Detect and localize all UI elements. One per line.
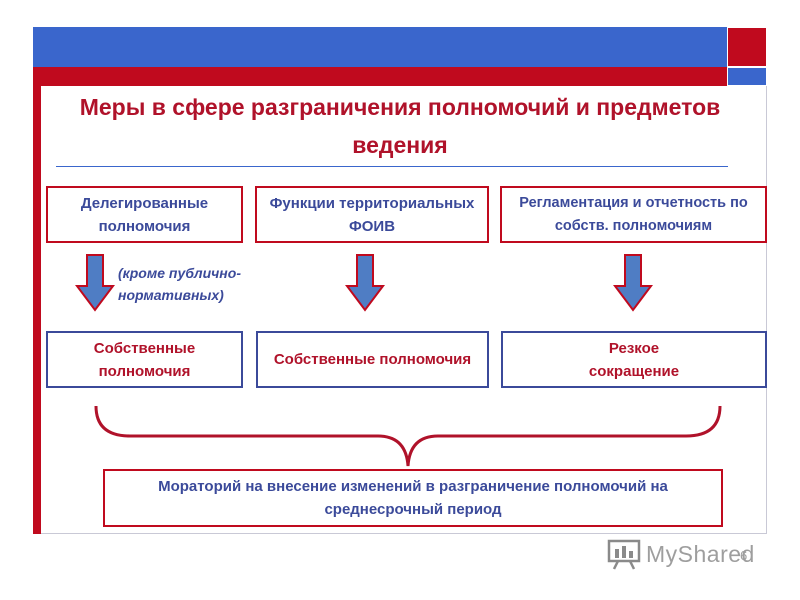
presentation-icon bbox=[607, 539, 641, 570]
box-own-powers-2: Собственные полномочия bbox=[256, 331, 489, 388]
box-sharp-reduction: Резкое сокращение bbox=[501, 331, 767, 388]
box-sharp-reduction-label: Резкое сокращение bbox=[588, 339, 680, 380]
down-arrow-icon bbox=[613, 254, 653, 312]
corner-blue-square bbox=[727, 67, 767, 86]
box-regulation-reporting: Регламентация и отчетность по собств. по… bbox=[500, 186, 767, 243]
header-blue-bar bbox=[33, 27, 727, 67]
myshared-logo: MyShared bbox=[606, 534, 755, 574]
left-red-bar bbox=[33, 86, 41, 534]
box-territorial-functions: Функции территориальных ФОИВ bbox=[255, 186, 489, 243]
box-delegated-powers-label: Делегированные полномочия bbox=[80, 194, 209, 235]
slide-title: Меры в сфере разграничения полномочий и … bbox=[79, 94, 721, 158]
box-moratorium-label: Мораторий на внесение изменений в разгра… bbox=[158, 478, 668, 518]
curly-brace bbox=[94, 405, 722, 467]
header-red-bar bbox=[33, 67, 727, 86]
down-arrow-icon bbox=[345, 254, 385, 312]
exception-note-text: (кроме публично-нормативных) bbox=[118, 265, 241, 303]
box-delegated-powers: Делегированные полномочия bbox=[46, 186, 243, 243]
corner-red-square bbox=[727, 27, 767, 67]
box-own-powers-2-label: Собственные полномочия bbox=[273, 351, 472, 368]
slide-frame bbox=[33, 27, 767, 534]
page-number: 6 bbox=[740, 548, 748, 563]
down-arrow-icon bbox=[75, 254, 115, 312]
box-own-powers-1-label: Собственные полномочия bbox=[93, 339, 196, 380]
box-own-powers-1: Собственные полномочия bbox=[46, 331, 243, 388]
exception-note: (кроме публично-нормативных) bbox=[118, 262, 258, 306]
myshared-logo-text: MyShared bbox=[646, 540, 755, 567]
title-underline bbox=[56, 166, 728, 167]
box-territorial-functions-label: Функции территориальных ФОИВ bbox=[269, 194, 475, 235]
box-moratorium: Мораторий на внесение изменений в разгра… bbox=[103, 469, 723, 527]
box-regulation-reporting-label: Регламентация и отчетность по собств. по… bbox=[519, 194, 748, 234]
